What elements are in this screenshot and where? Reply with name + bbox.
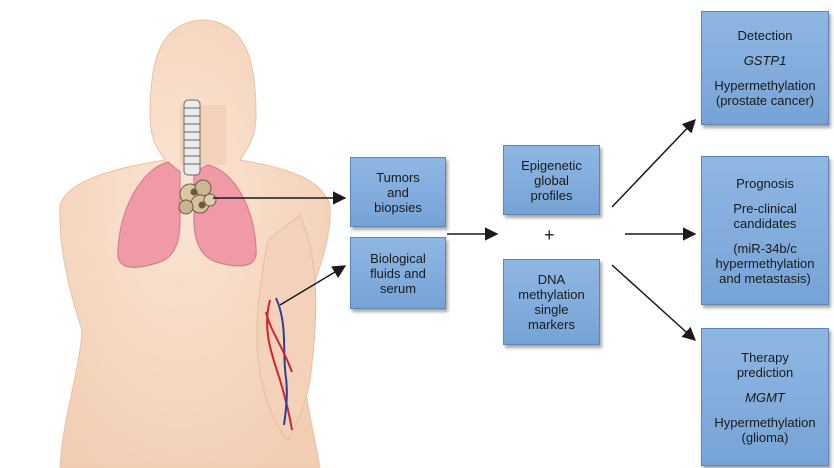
epigenetic-box: Epigenetic global profiles [503, 145, 600, 215]
dna-line-3: single [535, 302, 569, 317]
tumors-line-2: and [387, 185, 409, 200]
epigenetic-line-3: profiles [531, 188, 573, 203]
dna-line-2: methylation [518, 287, 584, 302]
arrow-to-detection [612, 120, 695, 207]
prognosis-title: Prognosis [736, 176, 794, 191]
fluids-line-2: fluids and [370, 266, 426, 281]
therapy-desc-2: (glioma) [742, 430, 789, 445]
trachea [184, 100, 200, 175]
detection-title: Detection [738, 28, 793, 43]
epigenetic-line-1: Epigenetic [521, 158, 582, 173]
therapy-desc-1: Hypermethylation [714, 415, 815, 430]
prognosis-desc-3: and metastasis) [719, 271, 811, 286]
dna-line-4: markers [528, 317, 575, 332]
fluids-line-1: Biological [370, 251, 426, 266]
prognosis-desc-1: (miR-34b/c [733, 241, 797, 256]
therapy-box: Therapy prediction MGMT Hypermethylation… [701, 328, 829, 466]
fluids-line-3: serum [380, 281, 416, 296]
plus-sign: + [544, 225, 555, 246]
prognosis-sub-1: Pre-clinical [733, 201, 797, 216]
detection-gene: GSTP1 [744, 53, 787, 68]
detection-box: Detection GSTP1 Hypermethylation (prosta… [701, 11, 829, 125]
therapy-title-1: Therapy [741, 350, 789, 365]
therapy-title-2: prediction [737, 365, 793, 380]
fluids-box: Biological fluids and serum [350, 237, 446, 309]
tumors-line-3: biopsies [374, 200, 422, 215]
tumors-box: Tumors and biopsies [350, 157, 446, 227]
arrow-to-therapy [612, 265, 695, 340]
epigenetic-line-2: global [534, 173, 569, 188]
prognosis-sub-2: candidates [734, 216, 797, 231]
prognosis-box: Prognosis Pre-clinical candidates (miR-3… [701, 156, 829, 305]
detection-desc-2: (prostate cancer) [716, 93, 814, 108]
tumors-line-1: Tumors [376, 170, 420, 185]
detection-desc-1: Hypermethylation [714, 78, 815, 93]
dna-line-1: DNA [538, 272, 565, 287]
dna-box: DNA methylation single markers [503, 259, 600, 345]
therapy-gene: MGMT [745, 390, 785, 405]
prognosis-desc-2: hypermethylation [716, 256, 815, 271]
